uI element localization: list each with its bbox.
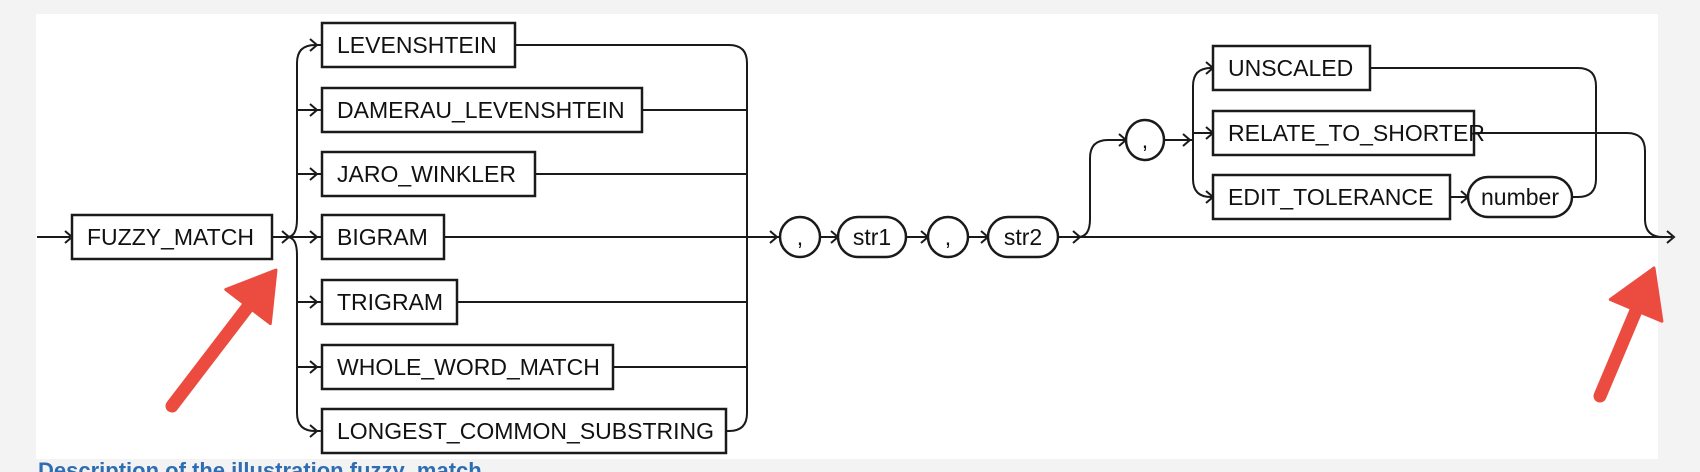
comma-2-label: ,	[945, 224, 951, 250]
algorithm-whole-word-match-label: WHOLE_WORD_MATCH	[337, 354, 600, 380]
red-arrow-annotation-icon	[1593, 266, 1664, 403]
algorithm-longest-common-substring-label: LONGEST_COMMON_SUBSTRING	[337, 418, 714, 444]
algorithm-bigram: BIGRAM	[320, 213, 446, 261]
argument-str2: str2	[986, 215, 1060, 259]
connector-line	[286, 236, 298, 256]
comma-2: ,	[926, 215, 970, 259]
description-link-text[interactable]: Description of the illustration fuzzy_ma…	[38, 458, 482, 472]
connector-line	[1370, 67, 1597, 198]
keyword-fuzzy-match-label: FUZZY_MATCH	[87, 224, 254, 250]
connector-line	[296, 255, 322, 432]
option-relate-to-shorter: RELATE_TO_SHORTER	[1211, 109, 1485, 157]
algorithm-damerau-levenshtein-label: DAMERAU_LEVENSHTEIN	[337, 97, 625, 123]
keyword-fuzzy-match: FUZZY_MATCH	[70, 213, 274, 261]
algorithm-trigram: TRIGRAM	[320, 278, 459, 326]
flow-arrow-icon	[1182, 133, 1192, 147]
option-relate-to-shorter-label: RELATE_TO_SHORTER	[1228, 120, 1485, 146]
argument-str2-label: str2	[1004, 224, 1042, 250]
argument-str1: str1	[836, 215, 908, 259]
comma-3-label: ,	[1142, 127, 1148, 153]
flow-arrow-icon	[769, 230, 779, 244]
option-edit-tolerance-label: EDIT_TOLERANCE	[1228, 184, 1433, 210]
algorithm-jaro-winkler-label: JARO_WINKLER	[337, 161, 516, 187]
argument-number: number	[1466, 175, 1574, 219]
flow-arrow-icon	[309, 230, 319, 244]
argument-number-label: number	[1481, 184, 1559, 210]
option-unscaled-label: UNSCALED	[1228, 55, 1353, 81]
red-arrow-annotation-icon	[165, 268, 278, 413]
algorithm-whole-word-match: WHOLE_WORD_MATCH	[320, 343, 615, 391]
algorithm-jaro-winkler: JARO_WINKLER	[320, 150, 537, 198]
algorithm-trigram-label: TRIGRAM	[337, 289, 443, 315]
flow-arrow-icon	[309, 424, 319, 438]
flow-arrow-icon	[309, 360, 319, 374]
connector-line	[286, 44, 322, 238]
option-edit-tolerance: EDIT_TOLERANCE	[1211, 173, 1452, 221]
algorithm-damerau-levenshtein: DAMERAU_LEVENSHTEIN	[320, 86, 644, 134]
argument-str1-label: str1	[853, 224, 891, 250]
comma-1-label: ,	[797, 224, 803, 250]
flow-arrow-icon	[309, 38, 319, 52]
flow-arrow-icon	[309, 167, 319, 181]
flow-arrow-icon	[309, 103, 319, 117]
connector-line	[1192, 67, 1213, 140]
connector-line	[1474, 132, 1664, 238]
flow-arrow-icon	[309, 295, 319, 309]
connector-line	[1077, 139, 1126, 238]
comma-3: ,	[1124, 118, 1166, 162]
comma-1: ,	[778, 215, 822, 259]
option-unscaled: UNSCALED	[1211, 44, 1372, 92]
algorithm-bigram-label: BIGRAM	[337, 224, 428, 250]
flow-arrow-icon	[1666, 230, 1676, 244]
algorithm-longest-common-substring: LONGEST_COMMON_SUBSTRING	[320, 407, 728, 455]
connector-line	[1192, 140, 1213, 198]
algorithm-levenshtein: LEVENSHTEIN	[320, 21, 517, 69]
algorithm-levenshtein-label: LEVENSHTEIN	[337, 32, 497, 58]
